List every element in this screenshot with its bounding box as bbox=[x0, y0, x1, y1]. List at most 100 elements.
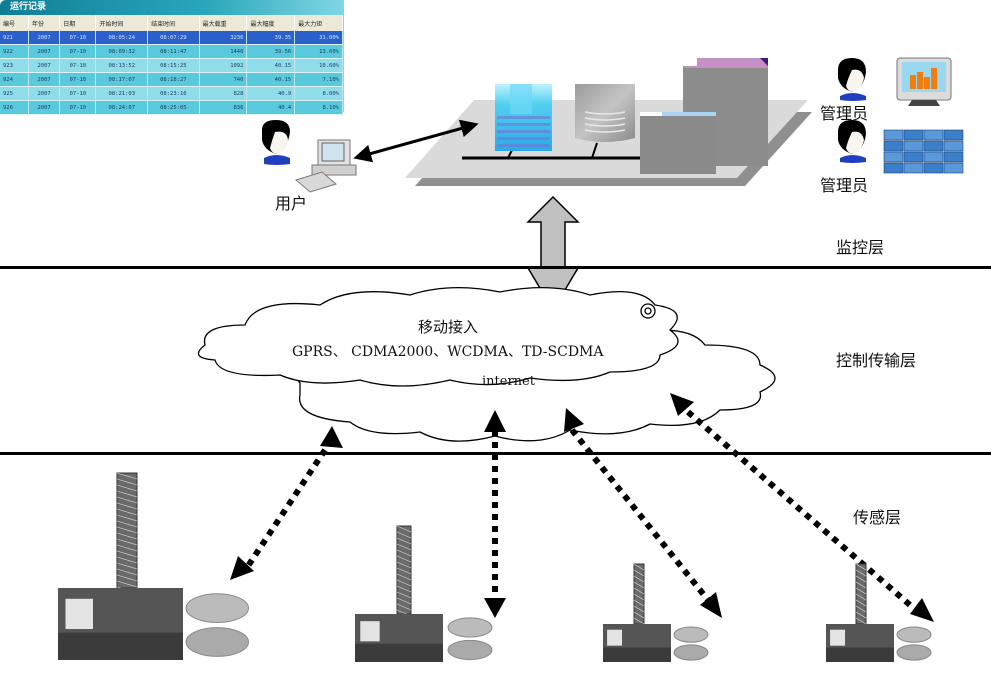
table-cell: 2007 bbox=[28, 86, 61, 101]
wireless-link-1 bbox=[245, 448, 328, 568]
table-cell: 07-10 bbox=[59, 44, 97, 59]
construction-hoist-icon bbox=[355, 525, 493, 662]
table-cell: 2007 bbox=[28, 31, 61, 45]
cloud-internet: internet bbox=[482, 374, 535, 389]
table-cell: 08:24:07 bbox=[95, 100, 149, 115]
layer-label-sensor: 传感层 bbox=[853, 508, 902, 527]
table-header-row: 编号 年份 日期 开始时间 结束时间 最大载重 最大幅度 最大力矩 bbox=[0, 15, 343, 31]
table-cell: 08:17:07 bbox=[95, 72, 149, 87]
construction-hoist-icon bbox=[826, 563, 932, 662]
table-cell: 08:21:03 bbox=[95, 86, 149, 101]
admin-person-icon bbox=[838, 120, 866, 163]
video-wall-screen bbox=[883, 140, 904, 152]
video-wall-screen bbox=[923, 162, 944, 174]
table-cell: 2007 bbox=[28, 58, 61, 73]
col-header[interactable]: 年份 bbox=[28, 15, 61, 31]
user-server-arrow bbox=[353, 119, 479, 163]
database-server-icon bbox=[575, 84, 635, 142]
table-cell: 922 bbox=[0, 44, 30, 59]
table-cell: 08:23:16 bbox=[147, 86, 200, 101]
run-record-title: 运行记录 bbox=[0, 0, 343, 15]
video-wall-screen bbox=[943, 140, 964, 152]
table-cell: 836 bbox=[199, 100, 248, 115]
construction-hoist-icon bbox=[58, 472, 249, 660]
table-cell: 39.35 bbox=[246, 31, 296, 45]
table-cell: 08:11:47 bbox=[147, 44, 200, 59]
video-wall-screen bbox=[923, 140, 944, 152]
table-cell: 1440 bbox=[199, 44, 248, 59]
video-wall-screen bbox=[923, 129, 944, 141]
table-cell: 921 bbox=[0, 31, 30, 45]
table-cell: 31.00% bbox=[294, 31, 343, 45]
admin-label: 管理员 bbox=[820, 176, 869, 195]
table-cell: 925 bbox=[0, 86, 30, 101]
col-header[interactable]: 编号 bbox=[0, 15, 30, 31]
table-cell: 08:18:27 bbox=[147, 72, 200, 87]
video-wall-screen bbox=[883, 151, 904, 163]
video-wall-screen bbox=[943, 162, 964, 174]
user-computer-icon bbox=[294, 139, 357, 193]
run-record-panel: 运行记录 编号 年份 日期 开始时间 结束时间 最大载重 最大幅度 最大力矩 9… bbox=[0, 0, 344, 115]
table-cell: 07-10 bbox=[59, 100, 97, 115]
arrow-heads bbox=[230, 393, 934, 622]
wireless-link-4 bbox=[686, 409, 920, 615]
table-cell: 39.56 bbox=[246, 44, 296, 59]
table-cell: 923 bbox=[0, 58, 30, 73]
video-wall-screen bbox=[923, 151, 944, 163]
video-wall-screen bbox=[903, 140, 924, 152]
table-cell: 07-10 bbox=[59, 72, 97, 87]
table-cell: 924 bbox=[0, 72, 30, 87]
table-cell: 40.9 bbox=[246, 86, 296, 101]
col-header[interactable]: 结束时间 bbox=[147, 15, 200, 31]
cloud-protocols: GPRS、 CDMA2000、WCDMA、TD-SCDMA bbox=[292, 344, 604, 360]
col-header[interactable]: 最大幅度 bbox=[246, 15, 296, 31]
table-cell: 40.15 bbox=[246, 72, 296, 87]
layer-label-transport: 控制传输层 bbox=[836, 351, 917, 370]
table-cell: 8.00% bbox=[294, 86, 343, 101]
video-wall-screen bbox=[903, 129, 924, 141]
table-cell: 07-10 bbox=[59, 58, 97, 73]
divider-transport-sensor bbox=[0, 452, 991, 455]
video-wall-screen bbox=[943, 151, 964, 163]
admin-person-icon bbox=[838, 58, 866, 101]
video-wall-screen bbox=[883, 129, 904, 141]
video-wall-screen bbox=[943, 129, 964, 141]
table-cell: 926 bbox=[0, 100, 30, 115]
table-cell: 08:07:29 bbox=[147, 31, 200, 45]
table-cell: 7.10% bbox=[294, 72, 343, 87]
table-cell: 40.4 bbox=[246, 100, 296, 115]
video-wall-screen bbox=[883, 162, 904, 174]
wireless-links bbox=[245, 409, 920, 615]
table-cell: 08:15:25 bbox=[147, 58, 200, 73]
user-label: 用户 bbox=[275, 194, 308, 213]
video-wall-screen bbox=[903, 162, 924, 174]
table-cell: 10.60% bbox=[294, 58, 343, 73]
table-cell: 08:13:52 bbox=[95, 58, 149, 73]
table-cell: 2007 bbox=[28, 44, 61, 59]
application-server-icon bbox=[495, 84, 552, 151]
col-header[interactable]: 日期 bbox=[59, 15, 97, 31]
table-cell: 3236 bbox=[199, 31, 248, 45]
cloud-title: 移动接入 bbox=[418, 318, 479, 336]
col-header[interactable]: 最大载重 bbox=[199, 15, 248, 31]
col-header[interactable]: 最大力矩 bbox=[294, 15, 343, 31]
table-cell: 08:09:32 bbox=[95, 44, 149, 59]
admin-label: 管理员 bbox=[820, 104, 869, 123]
table-cell: 40.15 bbox=[246, 58, 296, 73]
video-wall-icon bbox=[883, 129, 964, 174]
table-cell: 08:05:24 bbox=[95, 31, 149, 45]
user-person-icon bbox=[262, 120, 290, 165]
table-cell: 2007 bbox=[28, 72, 61, 87]
wireless-link-3 bbox=[569, 428, 715, 607]
col-header[interactable]: 开始时间 bbox=[95, 15, 149, 31]
video-wall-screen bbox=[903, 151, 924, 163]
table-cell: 1092 bbox=[199, 58, 248, 73]
table-cell: 2007 bbox=[28, 100, 61, 115]
